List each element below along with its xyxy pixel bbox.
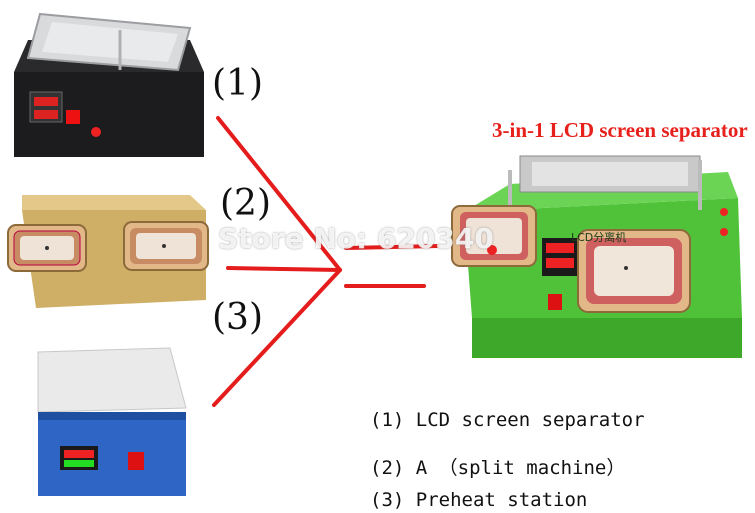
- machine-2-split-machine: [7, 195, 209, 308]
- line-3: [212, 268, 342, 407]
- machine-3in1-combined: [451, 155, 742, 358]
- product-title: 3-in-1 LCD screen separator: [492, 118, 748, 142]
- legend-item-3: (3) Preheat station: [370, 489, 588, 511]
- machine-1-lcd-separator: [14, 12, 204, 157]
- store-watermark: Store No: 620340: [218, 222, 494, 255]
- machine-3-preheat-station: [37, 347, 187, 496]
- label-2: (2): [220, 183, 271, 224]
- legend-item-2: (2) A （split machine）: [370, 457, 626, 479]
- machine-plate: LCD分离机: [571, 231, 627, 244]
- connector-lines: [212, 116, 440, 407]
- line-1: [216, 116, 342, 272]
- label-3: (3): [212, 297, 263, 338]
- label-1: (1): [212, 63, 263, 104]
- legend-item-1: (1) LCD screen separator: [370, 409, 645, 431]
- line-2: [226, 266, 342, 272]
- line-out-top: [344, 244, 440, 250]
